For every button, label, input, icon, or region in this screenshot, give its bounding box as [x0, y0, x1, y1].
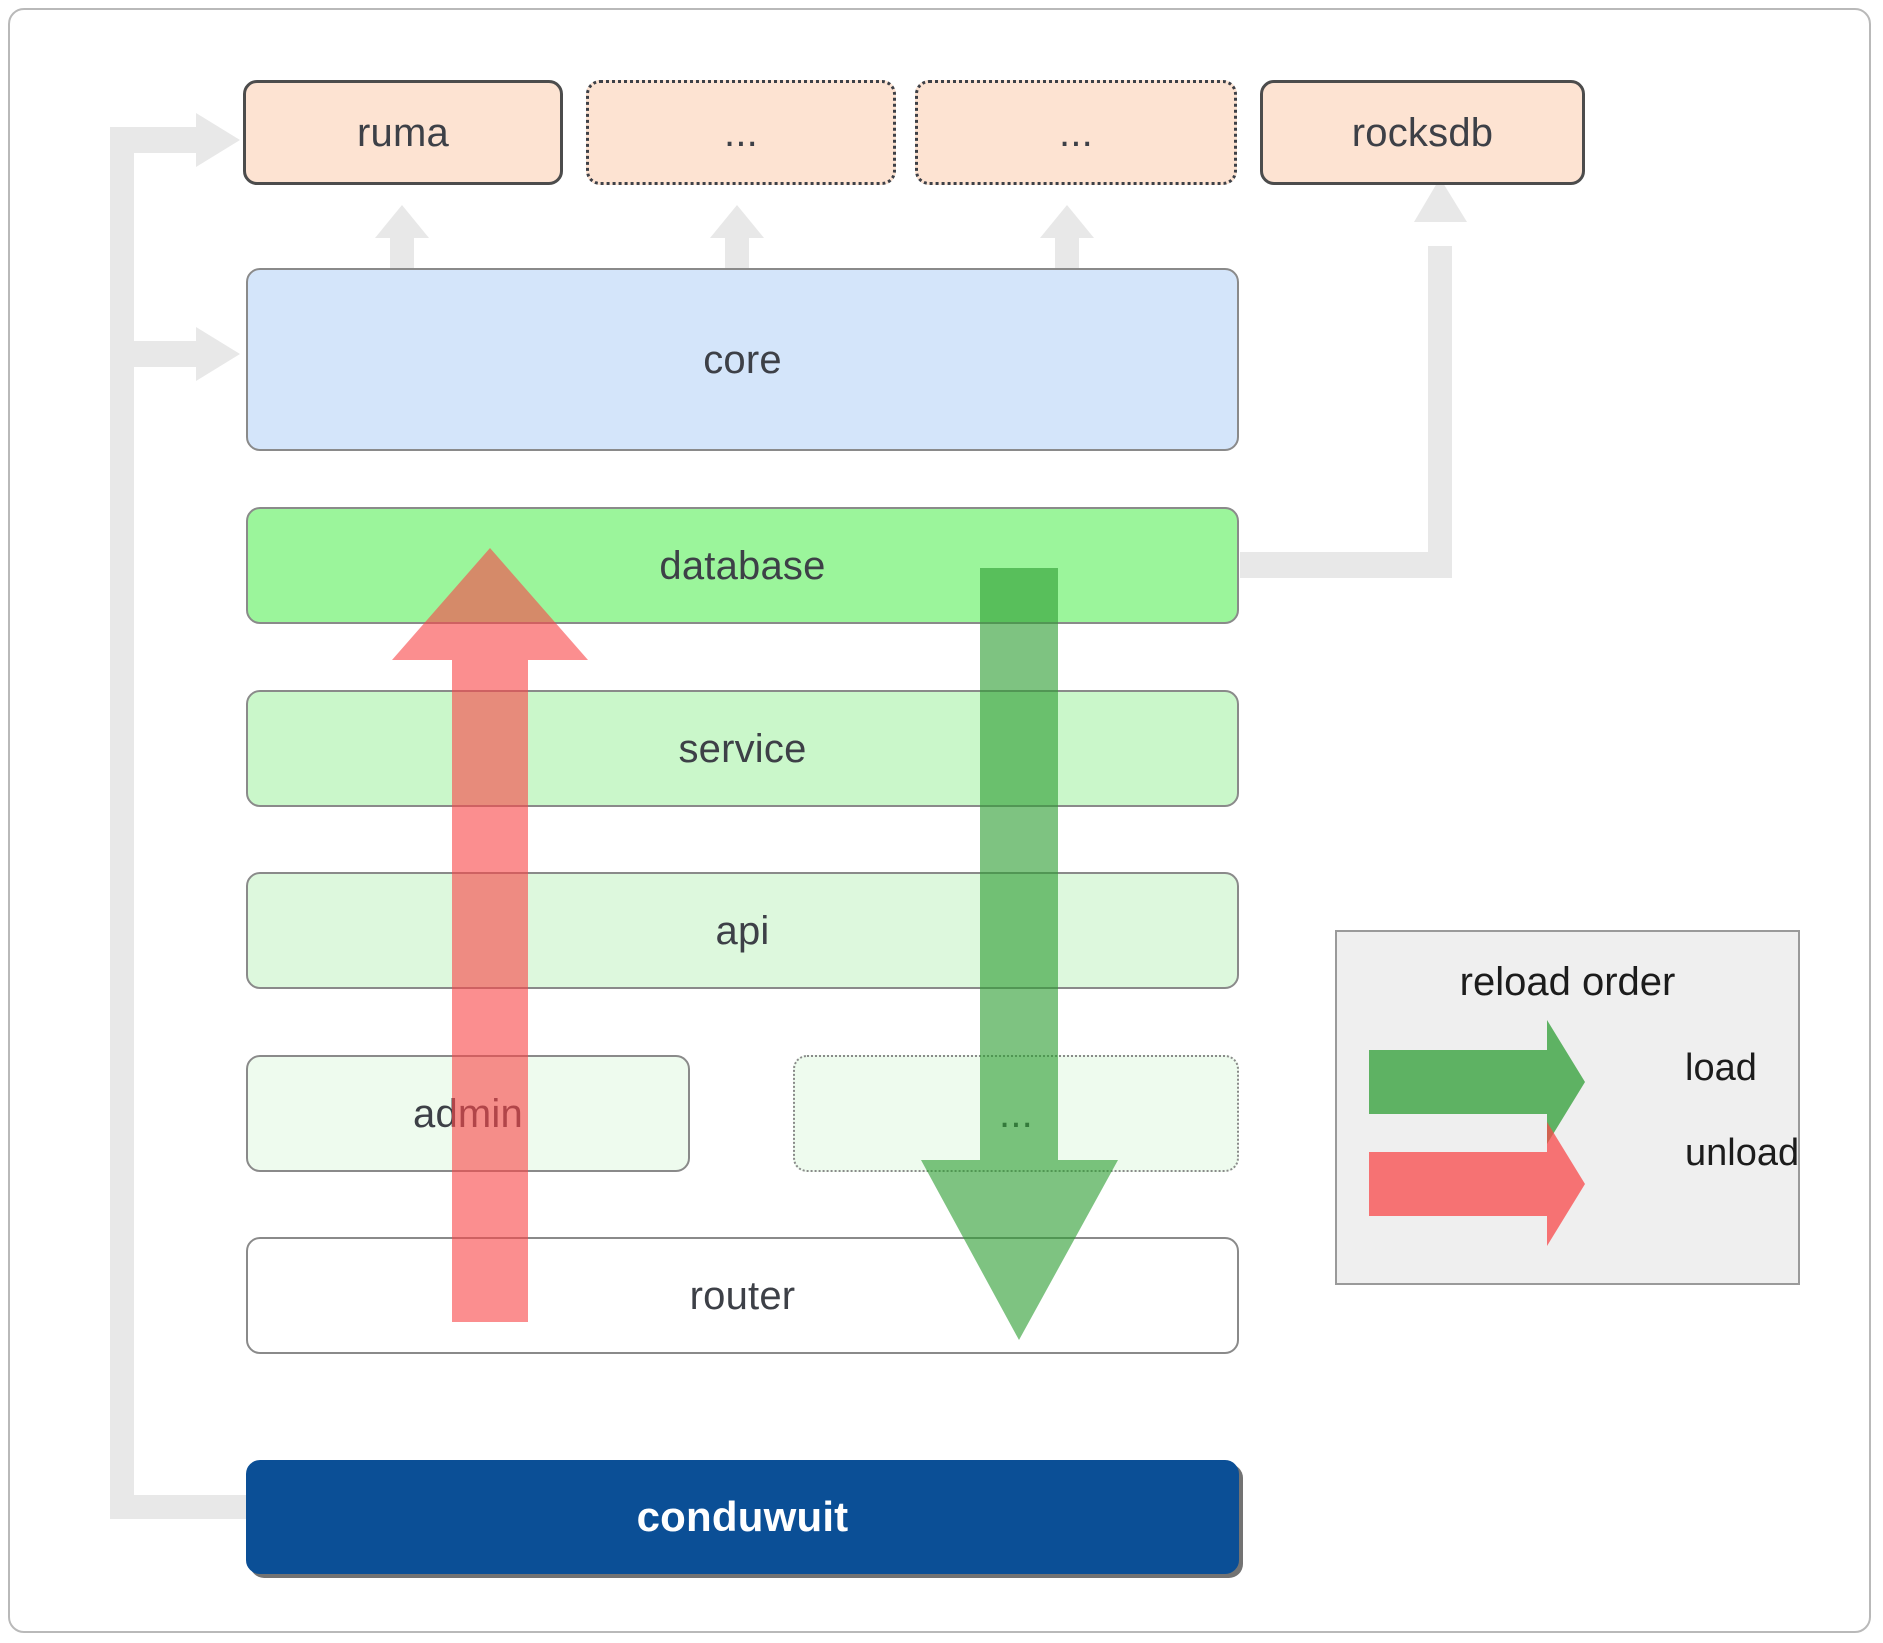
root-label-conduwuit: conduwuit	[636, 1493, 849, 1540]
dependency-label-rocksdb: rocksdb	[1351, 110, 1494, 155]
dependency-label-more-1: ...	[724, 110, 758, 155]
dependency-node-more-2[interactable]: ...	[915, 80, 1237, 185]
layer-label-core: core	[703, 337, 782, 382]
legend-panel: reload order load unload	[1335, 930, 1800, 1285]
load-flow-arrow	[921, 568, 1118, 1340]
legend-label-load: load	[1685, 1047, 1757, 1089]
dependency-node-ruma[interactable]: ruma	[243, 80, 563, 185]
legend-arrows	[1369, 1020, 1585, 1246]
legend-load-arrow-icon	[1369, 1020, 1585, 1144]
database-rocksdb-connector	[1240, 178, 1467, 578]
layer-node-service[interactable]: service	[246, 690, 1239, 807]
layer-label-service: service	[678, 726, 807, 771]
legend-title: reload order	[1459, 960, 1676, 1004]
layer-node-api[interactable]: api	[246, 872, 1239, 989]
dependency-node-more-1[interactable]: ...	[586, 80, 896, 185]
layer-node-database[interactable]: database	[246, 507, 1239, 624]
dependency-label-more-2: ...	[1059, 110, 1093, 155]
unload-flow-arrow	[392, 548, 588, 1322]
root-node-conduwuit[interactable]: conduwuit	[246, 1460, 1239, 1574]
layer-label-database: database	[659, 543, 826, 588]
layer-label-router: router	[689, 1273, 796, 1318]
legend-unload-arrow-icon	[1369, 1122, 1585, 1246]
layer-label-api: api	[715, 908, 770, 953]
layer-node-router[interactable]: router	[246, 1237, 1239, 1354]
dependency-label-ruma: ruma	[357, 110, 449, 155]
dependency-node-rocksdb[interactable]: rocksdb	[1260, 80, 1585, 185]
legend-label-unload: unload	[1685, 1132, 1800, 1174]
layer-node-core[interactable]: core	[246, 268, 1239, 451]
left-connector-spine	[110, 113, 250, 1519]
